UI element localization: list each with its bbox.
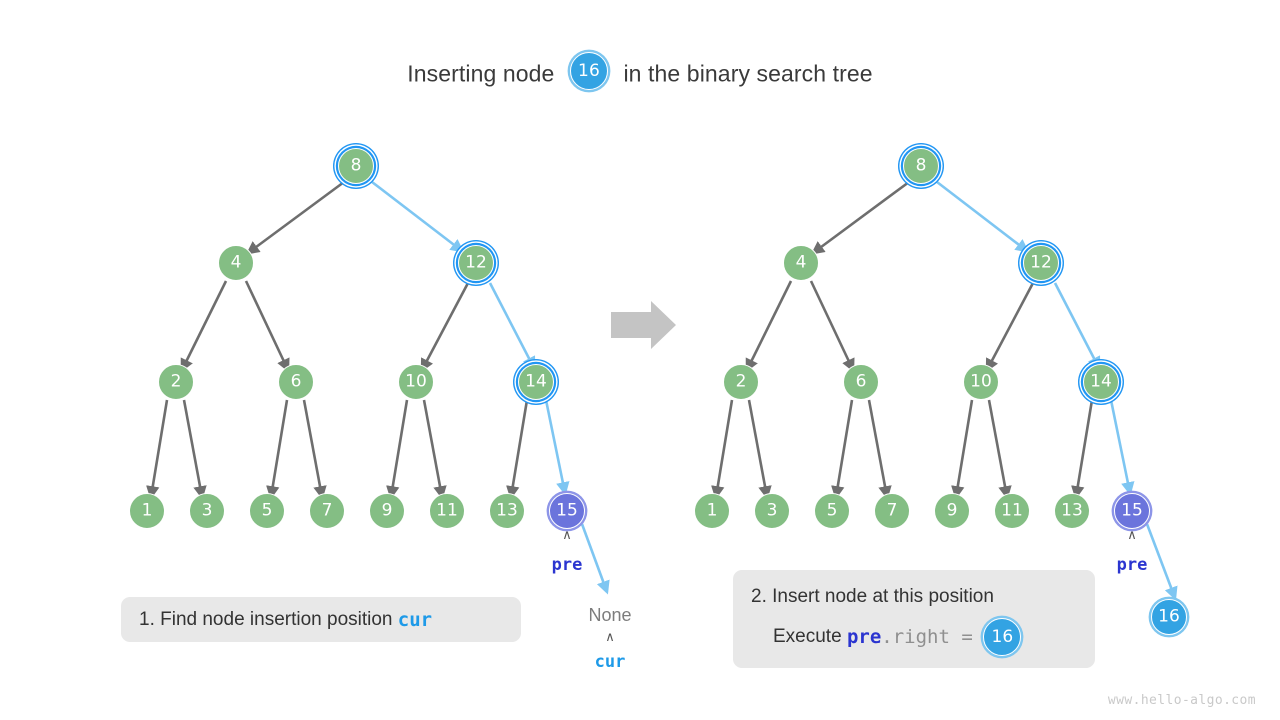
node-value: 14	[525, 371, 547, 391]
tree-node-4-after[interactable]: 4	[783, 245, 819, 281]
page-title: Inserting node 16 in the binary search t…	[0, 52, 1280, 96]
tree-node-2[interactable]: 2	[158, 364, 194, 400]
pre-label-left: pre	[551, 555, 583, 575]
node-value: 2	[170, 371, 182, 391]
node-value: 9	[946, 500, 958, 520]
tree-node-3-after[interactable]: 3	[754, 493, 790, 529]
watermark: www.hello-algo.com	[1107, 693, 1256, 708]
caption-box-step-1: 1. Find node insertion position cur	[121, 597, 521, 642]
node-value: 13	[1061, 500, 1083, 520]
title-prefix: Inserting node	[407, 60, 555, 87]
node-value: 12	[465, 252, 487, 272]
node-value: 14	[1090, 371, 1112, 391]
node-value: 16	[1158, 606, 1180, 626]
node-value: 10	[405, 371, 427, 391]
caption-2-code-pre: pre	[846, 626, 882, 648]
tree-node-10-after[interactable]: 10	[963, 364, 999, 400]
node-value: 11	[1001, 500, 1023, 520]
caption-box-step-2: 2. Insert node at this position Execute …	[733, 570, 1095, 668]
tree-node-9-after[interactable]: 9	[934, 493, 970, 529]
node-value: 8	[915, 155, 927, 175]
node-value: 4	[795, 252, 807, 272]
node-value: 3	[201, 500, 213, 520]
node-value: 10	[970, 371, 992, 391]
pre-caret-icon-left: ∧	[562, 528, 572, 543]
pre-label-right: pre	[1116, 555, 1148, 575]
transition-arrow-icon	[611, 301, 676, 349]
node-value: 12	[1030, 252, 1052, 272]
tree-node-1[interactable]: 1	[129, 493, 165, 529]
tree-node-11-after[interactable]: 11	[994, 493, 1030, 529]
tree-node-6-after[interactable]: 6	[843, 364, 879, 400]
tree-node-7-after[interactable]: 7	[874, 493, 910, 529]
caption-2-line2: Execute pre .right = 16	[751, 618, 1095, 656]
tree-node-13[interactable]: 13	[489, 493, 525, 529]
node-value: 8	[350, 155, 362, 175]
node-value: 13	[496, 500, 518, 520]
node-value: 6	[290, 371, 302, 391]
title-suffix: in the binary search tree	[623, 60, 873, 87]
node-value: 4	[230, 252, 242, 272]
tree-node-5[interactable]: 5	[249, 493, 285, 529]
tree-node-4[interactable]: 4	[218, 245, 254, 281]
left-tree-edges	[146, 180, 610, 595]
node-value: 5	[261, 500, 273, 520]
tree-node-14-after[interactable]: 14	[1083, 364, 1119, 400]
tree-node-3[interactable]: 3	[189, 493, 225, 529]
tree-node-13-after[interactable]: 13	[1054, 493, 1090, 529]
pre-caret-icon-right: ∧	[1127, 528, 1137, 543]
tree-node-6[interactable]: 6	[278, 364, 314, 400]
cur-caret-icon: ∧	[605, 630, 615, 645]
node-value: 1	[141, 500, 153, 520]
tree-node-7[interactable]: 7	[309, 493, 345, 529]
tree-node-8[interactable]: 8	[338, 148, 374, 184]
title-badge-slot: 16	[561, 52, 617, 96]
tree-node-9[interactable]: 9	[369, 493, 405, 529]
node-value: 5	[826, 500, 838, 520]
tree-node-14[interactable]: 14	[518, 364, 554, 400]
caption-1-text: 1. Find node insertion position	[139, 608, 393, 630]
none-label: None	[588, 605, 632, 625]
caption-2-node-badge-16: 16	[983, 618, 1022, 656]
node-value: 9	[381, 500, 393, 520]
tree-node-11[interactable]: 11	[429, 493, 465, 529]
node-value: 15	[556, 500, 578, 520]
tree-node-5-after[interactable]: 5	[814, 493, 850, 529]
tree-node-1-after[interactable]: 1	[694, 493, 730, 529]
cur-label: cur	[594, 652, 626, 672]
node-value: 11	[436, 500, 458, 520]
caption-1-code-cur: cur	[397, 608, 433, 631]
tree-node-2-after[interactable]: 2	[723, 364, 759, 400]
node-value: 7	[886, 500, 898, 520]
tree-node-15-pre-after[interactable]: 15	[1114, 493, 1150, 529]
tree-node-15-pre[interactable]: 15	[549, 493, 585, 529]
caption-2-code-right: .right =	[881, 626, 973, 648]
node-badge-value: 16	[991, 627, 1014, 647]
right-tree-edges	[711, 180, 1178, 601]
tree-node-10[interactable]: 10	[398, 364, 434, 400]
node-badge-16: 16	[569, 52, 608, 90]
node-value: 1	[706, 500, 718, 520]
node-value: 6	[855, 371, 867, 391]
caption-2-execute-label: Execute	[773, 626, 842, 647]
node-value: 7	[321, 500, 333, 520]
tree-node-12[interactable]: 12	[458, 245, 494, 281]
node-badge-value: 16	[578, 61, 600, 81]
node-value: 15	[1121, 500, 1143, 520]
caption-2-line1: 2. Insert node at this position	[751, 586, 994, 607]
node-value: 2	[735, 371, 747, 391]
tree-node-16-inserted[interactable]: 16	[1151, 599, 1187, 635]
tree-node-12-after[interactable]: 12	[1023, 245, 1059, 281]
tree-node-8-after[interactable]: 8	[903, 148, 939, 184]
node-value: 3	[766, 500, 778, 520]
